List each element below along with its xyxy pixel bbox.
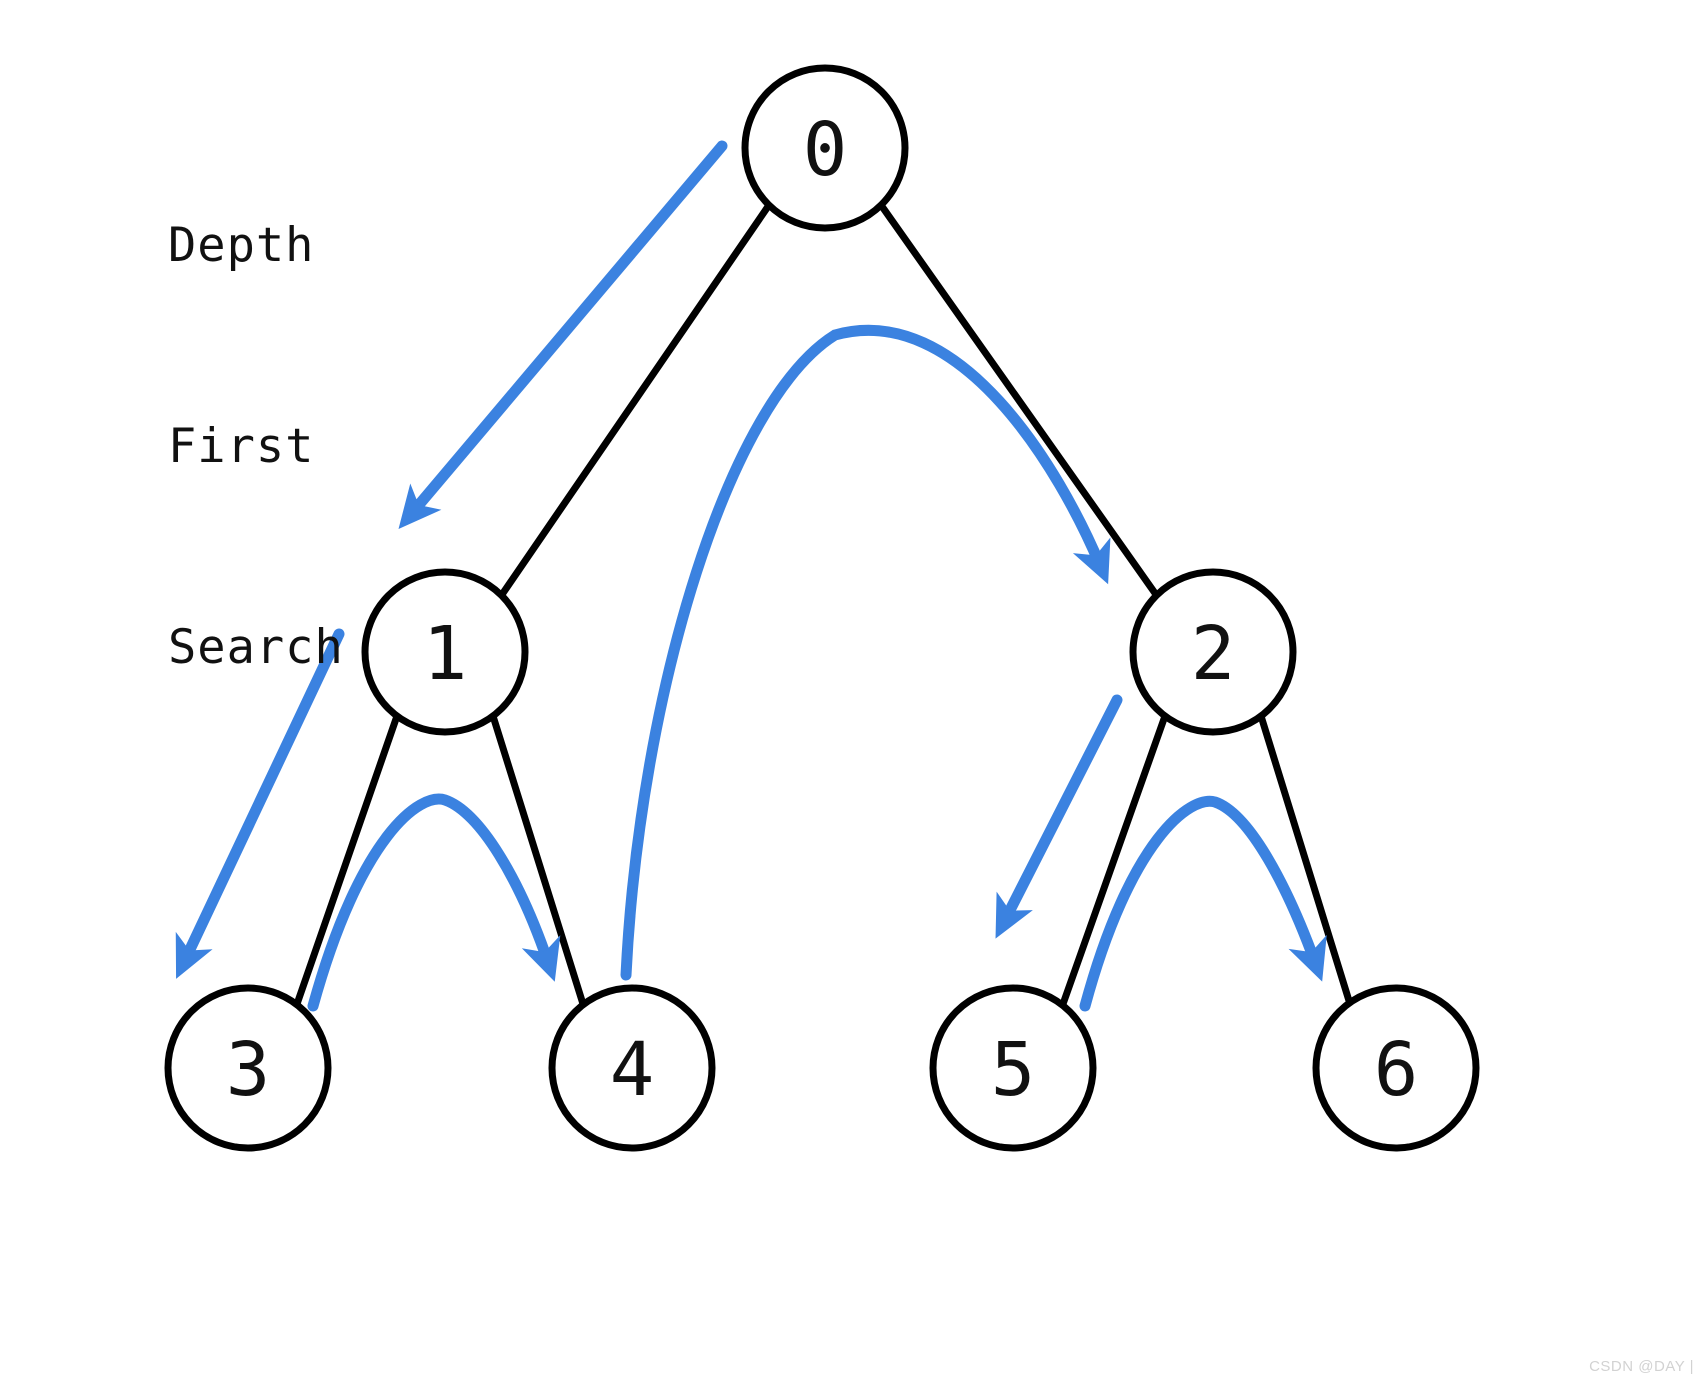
dfs-arrow-2-to-5 [995, 694, 1123, 939]
node-label-4: 4 [610, 1027, 655, 1113]
dfs-arrows [175, 140, 1327, 1012]
tree-edge-1-4 [489, 712, 587, 1008]
tree-edges [293, 201, 1354, 1008]
node-label-5: 5 [991, 1027, 1036, 1113]
node-label-1: 1 [423, 611, 468, 697]
tree-edge-0-2 [877, 201, 1161, 600]
tree-edge-2-6 [1257, 712, 1354, 1008]
tree-node-4[interactable]: 4 [548, 984, 716, 1152]
node-circle-3[interactable] [164, 984, 332, 1152]
title-line-2: First [168, 419, 315, 474]
tree-node-5[interactable]: 5 [929, 984, 1097, 1152]
tree-edge-0-1 [497, 201, 773, 600]
node-circle-2[interactable] [1129, 568, 1297, 736]
node-label-2: 2 [1191, 611, 1236, 697]
tree-nodes: 0 1 2 3 4 5 6 [164, 64, 1480, 1152]
tree-node-6[interactable]: 6 [1312, 984, 1480, 1152]
node-circle-4[interactable] [548, 984, 716, 1152]
node-label-6: 6 [1374, 1027, 1419, 1113]
tree-node-1[interactable]: 1 [361, 568, 529, 736]
dfs-arrow-1-to-3 [175, 628, 345, 979]
node-circle-6[interactable] [1312, 984, 1480, 1152]
tree-node-3[interactable]: 3 [164, 984, 332, 1152]
node-label-0: 0 [803, 107, 848, 193]
dfs-arrow-3-to-4 [307, 793, 561, 1012]
node-circle-0[interactable] [741, 64, 909, 232]
tree-edge-1-3 [293, 712, 401, 1008]
node-label-3: 3 [226, 1027, 271, 1113]
tree-node-0[interactable]: 0 [741, 64, 909, 232]
dfs-arrow-5-to-6 [1079, 795, 1327, 1012]
tree-edge-2-5 [1059, 712, 1169, 1008]
node-circle-5[interactable] [929, 984, 1097, 1152]
title-line-1: Depth [168, 218, 315, 273]
diagram-title: Depth First Search [168, 78, 344, 815]
dfs-arrow-4-to-2 [620, 324, 1111, 981]
dfs-arrow-0-to-1 [398, 140, 728, 529]
tree-node-2[interactable]: 2 [1129, 568, 1297, 736]
title-line-3: Search [168, 620, 344, 675]
node-circle-1[interactable] [361, 568, 529, 736]
watermark-label: CSDN @DAY | [1589, 1358, 1694, 1375]
